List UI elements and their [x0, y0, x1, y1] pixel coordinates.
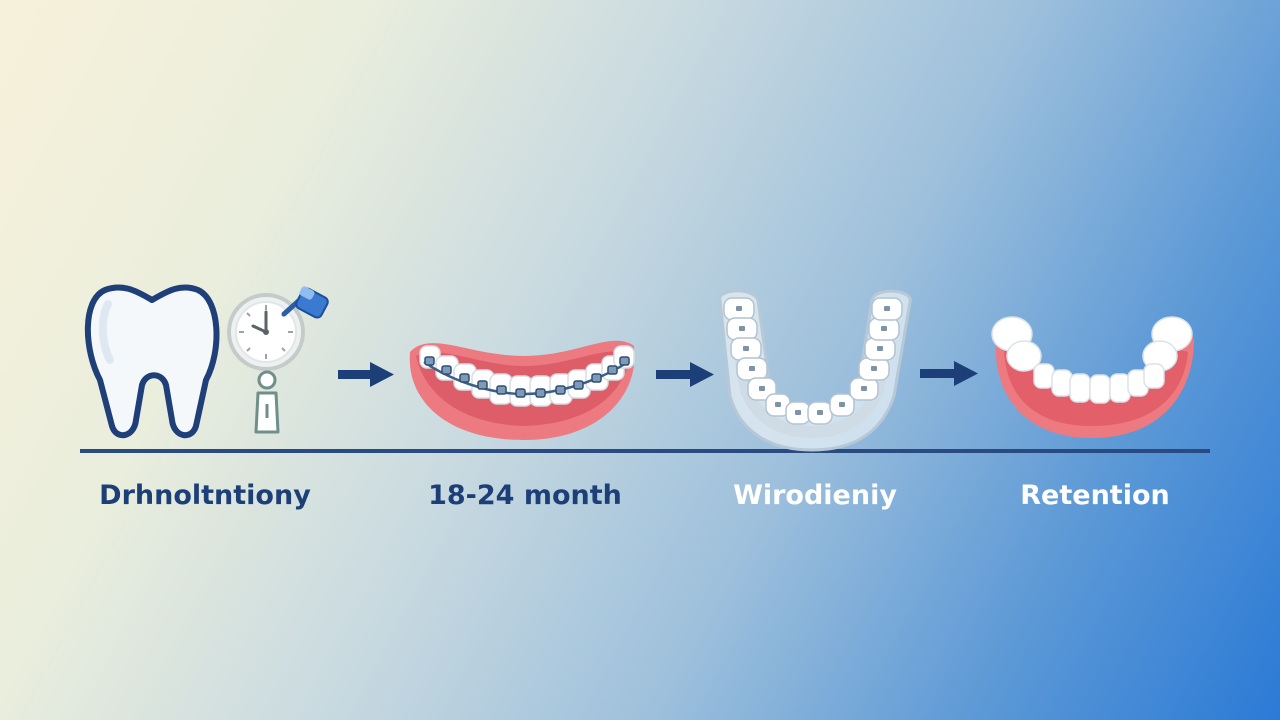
step-label-3: Wirodieniy: [733, 480, 897, 511]
arrow-icon-3: [920, 361, 978, 386]
braces-icon: [409, 340, 635, 440]
arrow-icon-1: [338, 362, 394, 387]
clock-icon: [227, 293, 307, 371]
person-figure-icon: [254, 370, 280, 434]
clear-aligner-icon: [718, 289, 912, 452]
step-label-2: 18-24 month: [428, 480, 622, 511]
step-label-1: Drhnoltntiony: [99, 480, 311, 511]
tooth-icon: [84, 284, 220, 438]
arrow-icon-2: [656, 362, 714, 387]
toothbrush-icon: [295, 286, 329, 319]
step-label-4: Retention: [1020, 480, 1170, 511]
retainer-teeth-icon: [991, 316, 1194, 438]
